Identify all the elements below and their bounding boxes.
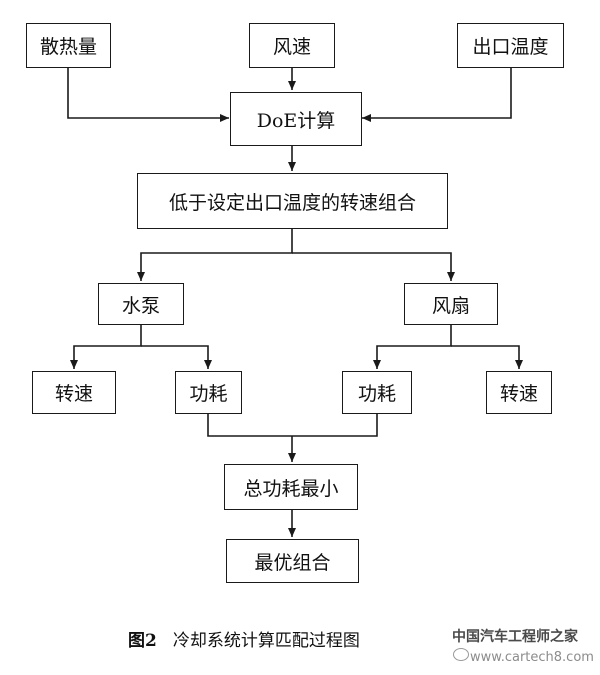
node-fan-power: 功耗	[342, 371, 412, 414]
arrow-pump-to-speed	[70, 325, 142, 369]
chat-bubble-icon	[453, 648, 469, 661]
watermark-logo: 中国汽车工程师之家	[452, 629, 578, 645]
node-pump-power: 功耗	[175, 371, 242, 414]
node-outlet-temperature: 出口温度	[457, 23, 564, 68]
arrow-heat-to-doe	[67, 67, 229, 122]
watermark-url: www.cartech8.com	[470, 650, 594, 665]
node-pump-speed: 转速	[32, 371, 116, 414]
node-speed-combinations: 低于设定出口温度的转速组合	[137, 173, 448, 229]
figure-caption: 图2 冷却系统计算匹配过程图	[128, 626, 360, 651]
arrow-temp-to-doe	[362, 67, 512, 122]
node-heat-dissipation: 散热量	[26, 23, 111, 68]
figure-number: 图2	[128, 631, 157, 651]
arrow-pump-to-power	[141, 345, 212, 369]
node-fan-speed: 转速	[486, 371, 552, 414]
node-water-pump: 水泵	[98, 283, 184, 325]
node-min-total-power: 总功耗最小	[224, 464, 358, 510]
node-fan: 风扇	[404, 283, 498, 325]
node-optimal-combination: 最优组合	[226, 539, 359, 583]
node-wind-speed: 风速	[249, 23, 335, 68]
line-merge-powers	[207, 414, 378, 437]
figure-title: 冷却系统计算匹配过程图	[172, 631, 360, 651]
arrow-fan-to-power	[373, 325, 452, 369]
node-doe-calculation: DoE计算	[230, 92, 362, 146]
arrow-fan-to-speed	[451, 345, 523, 369]
arrow-combo-to-pump	[137, 229, 293, 281]
arrow-combo-to-fan	[292, 252, 455, 281]
